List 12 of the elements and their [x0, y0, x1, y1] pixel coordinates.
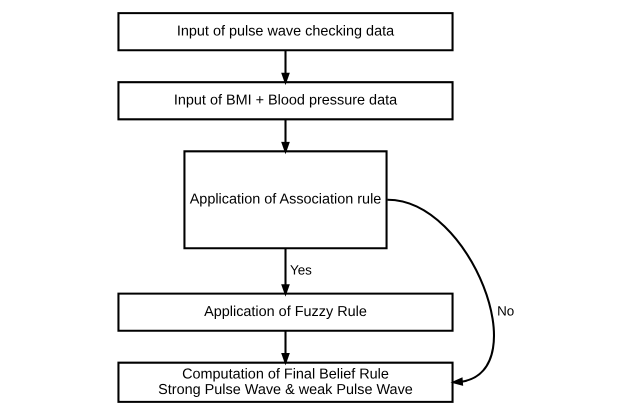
arrow [386, 198, 494, 386]
arrow [280, 119, 290, 154]
node-box: Input of BMI + Blood pressure data [116, 80, 454, 120]
node-box: Application of Fuzzy Rule [116, 292, 454, 332]
node-box: Input of pulse wave checking data [116, 12, 454, 51]
arrow [280, 330, 290, 365]
edge-label: Yes [290, 262, 312, 277]
arrow [280, 248, 290, 296]
node-box: Application of Association rule [182, 150, 388, 249]
node-box: Computation of Final Belief Rule Strong Pulse Wave & weak Pulse Wave [116, 361, 454, 402]
arrow [280, 50, 290, 85]
edge-label: No [496, 303, 514, 318]
